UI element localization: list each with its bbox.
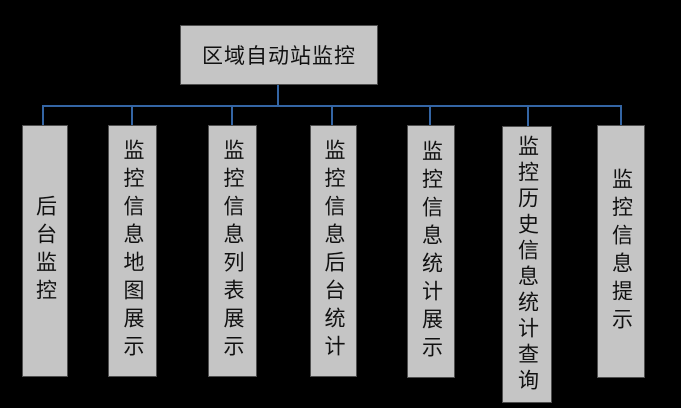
connector-drop-7 xyxy=(620,107,622,125)
connector-drop-1 xyxy=(42,107,44,125)
connector-drop-2 xyxy=(131,107,133,125)
node-label: 监控信息地图展示 xyxy=(121,139,145,363)
node-monitoring-history-statistics-query: 监控历史信息统计查询 xyxy=(502,126,552,403)
node-monitoring-info-prompt: 监控信息提示 xyxy=(597,125,645,378)
node-label: 监控信息列表展示 xyxy=(221,139,245,363)
node-label: 监控信息提示 xyxy=(609,167,634,336)
connector-horizontal-rail xyxy=(42,105,622,107)
connector-drop-4 xyxy=(331,107,333,125)
node-monitoring-info-backend-statistics: 监控信息后台统计 xyxy=(310,125,357,377)
node-backend-monitoring: 后台监控 xyxy=(22,125,68,377)
node-label: 后台监控 xyxy=(33,195,58,307)
node-label: 监控信息后台统计 xyxy=(322,139,346,363)
connector-drop-3 xyxy=(231,107,233,125)
node-monitoring-info-statistics-display: 监控信息统计展示 xyxy=(407,125,455,378)
connector-drop-6 xyxy=(527,107,529,126)
node-label: 监控信息统计展示 xyxy=(419,139,444,364)
root-node-label: 区域自动站监控 xyxy=(202,44,356,68)
node-monitoring-info-list-display: 监控信息列表展示 xyxy=(208,125,257,377)
node-monitoring-info-map-display: 监控信息地图展示 xyxy=(108,125,157,377)
root-node-regional-auto-station-monitoring: 区域自动站监控 xyxy=(180,25,378,85)
node-label: 监控历史信息统计查询 xyxy=(515,134,540,395)
connector-drop-5 xyxy=(429,107,431,125)
connector-root-stem xyxy=(277,85,279,106)
